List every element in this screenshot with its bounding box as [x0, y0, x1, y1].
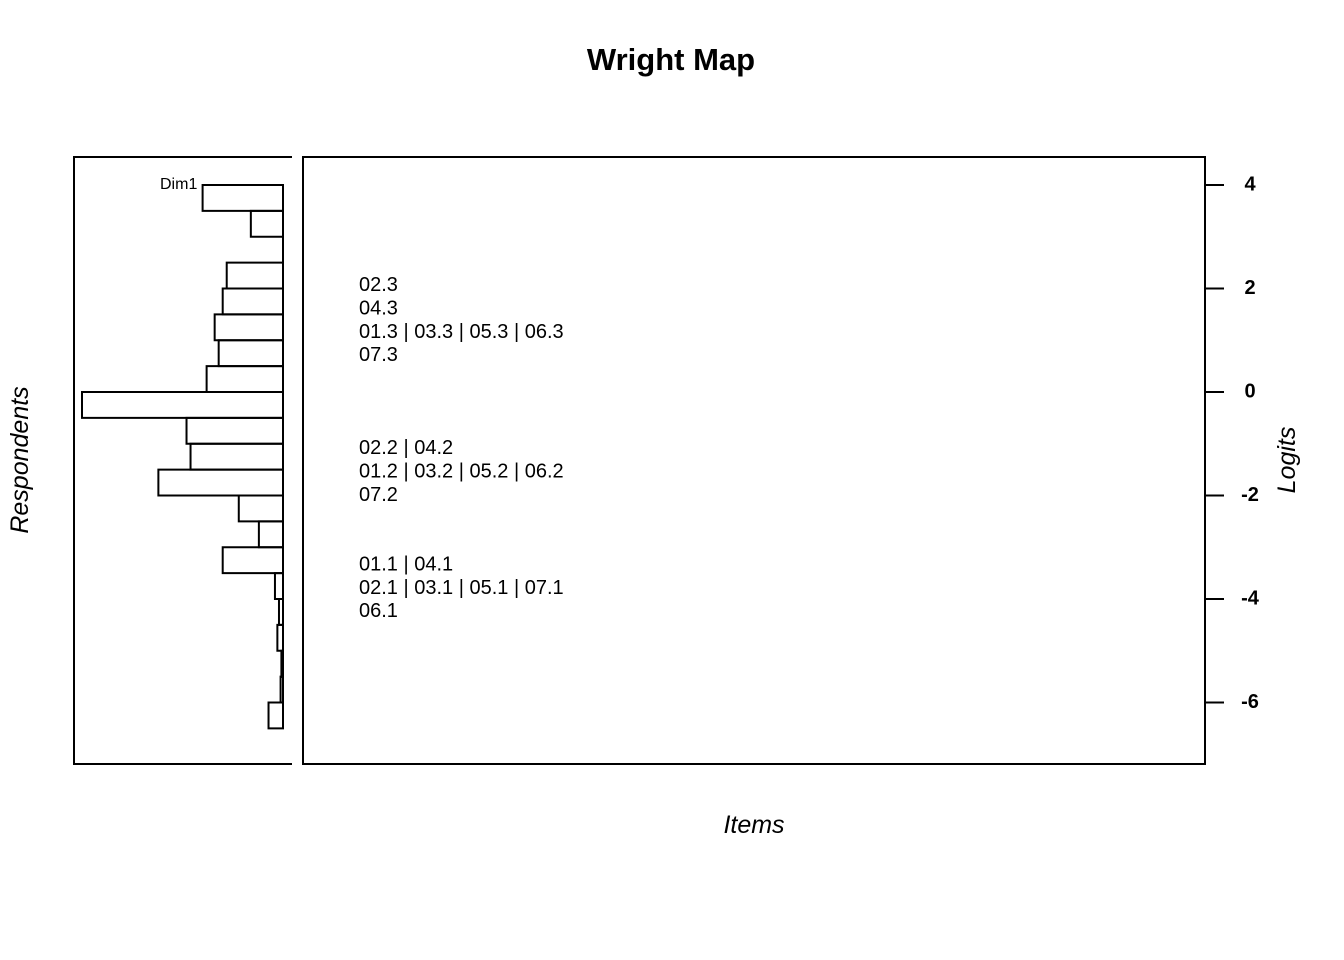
histogram-bar [81, 391, 284, 419]
logit-axis: 4 2 0 -2 -4 -6 [1205, 173, 1260, 713]
histogram-bar [221, 287, 284, 316]
item-label: 07.2 [359, 484, 398, 506]
item-label: 06.1 [359, 600, 398, 622]
histogram-bar [213, 313, 284, 342]
histogram-bar [237, 494, 284, 523]
item-label: 02.2 | 04.2 [359, 437, 453, 459]
y-tick-label: -4 [1241, 587, 1260, 609]
y-tick-label: 4 [1244, 173, 1256, 195]
histogram-bar [273, 572, 284, 600]
item-labels: 02.304.301.3 | 03.3 | 05.3 | 06.307.3 02.… [359, 274, 564, 622]
respondent-histogram [81, 184, 285, 730]
histogram-bar [267, 701, 285, 730]
histogram-bar [205, 365, 284, 393]
respondent-panel-frame [73, 156, 292, 765]
y-tick-label: 0 [1244, 380, 1255, 402]
chart-title: Wright Map [587, 42, 755, 77]
dimension-label: Dim1 [160, 176, 197, 193]
histogram-bar [225, 261, 284, 290]
histogram-bar [201, 184, 285, 212]
item-panel-frame [302, 156, 1206, 765]
respondents-axis-title: Respondents [6, 386, 34, 533]
histogram-bar [249, 209, 284, 238]
histogram-bar [217, 339, 284, 368]
histogram-bar [157, 468, 285, 497]
item-label: 01.2 | 03.2 | 05.2 | 06.2 [359, 460, 564, 482]
y-tick-label: -2 [1241, 484, 1259, 506]
item-label: 01.3 | 03.3 | 05.3 | 06.3 [359, 321, 564, 343]
item-label: 04.3 [359, 297, 398, 319]
y-tick-label: 2 [1244, 277, 1255, 299]
histogram-bar [189, 442, 284, 471]
histogram-bar [185, 416, 285, 445]
item-label: 02.1 | 03.1 | 05.1 | 07.1 [359, 577, 564, 599]
histogram-bar [257, 520, 285, 549]
logits-axis-title: Logits [1273, 427, 1301, 494]
y-tick-label: -6 [1241, 691, 1259, 713]
histogram-bar [221, 546, 284, 575]
item-label: 01.1 | 04.1 [359, 554, 453, 576]
item-label: 02.3 [359, 274, 398, 296]
items-axis-title: Items [723, 811, 784, 839]
item-label: 07.3 [359, 344, 398, 366]
